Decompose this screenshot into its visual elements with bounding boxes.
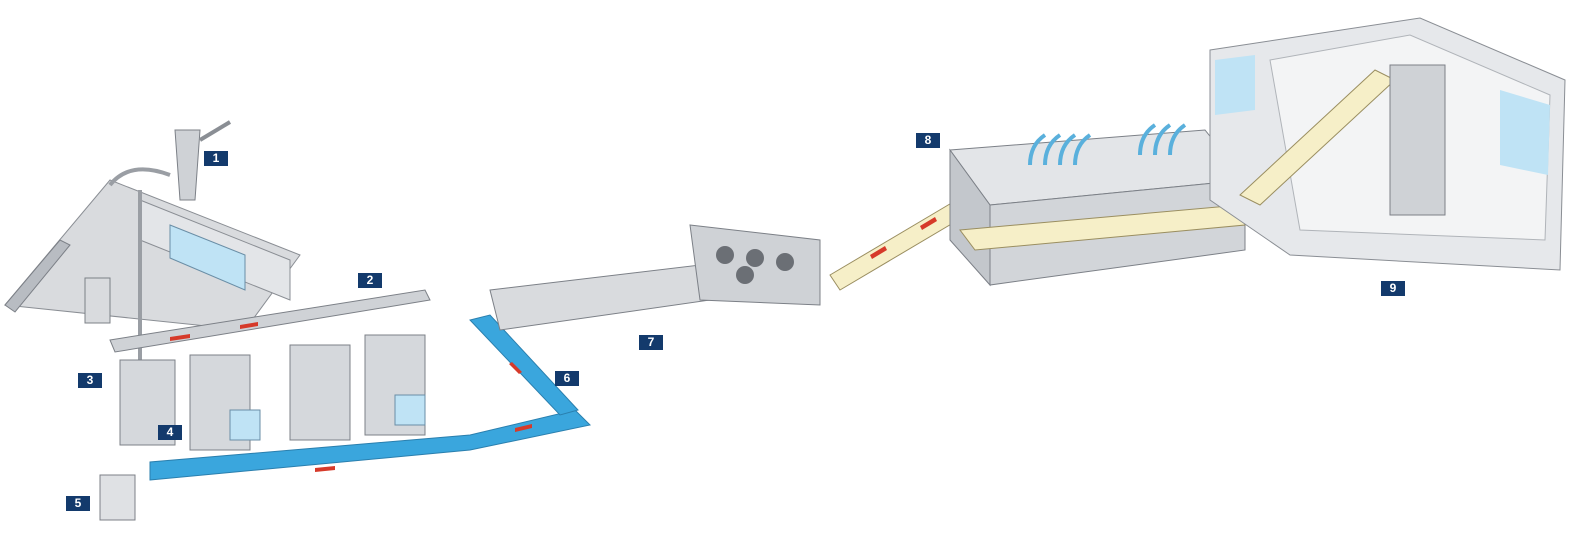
station-badge-5: 5 [66, 496, 90, 511]
station-badge-6: 6 [555, 371, 579, 386]
station-badge-9: 9 [1381, 281, 1405, 296]
station-badge-3: 3 [78, 373, 102, 388]
cooker-tank [489, 224, 821, 331]
station-badge-2: 2 [358, 273, 382, 288]
forming-machines [119, 334, 426, 451]
station-badge-8: 8 [916, 133, 940, 148]
hopper [99, 474, 136, 521]
dryer-tunnel [949, 123, 1246, 287]
station-badge-4: 4 [158, 425, 182, 440]
overhead-conveyor [109, 289, 431, 353]
blue-conveyor [149, 314, 592, 481]
station-badge-1: 1 [204, 151, 228, 166]
packing-room [1209, 17, 1566, 271]
station-badge-7: 7 [639, 335, 663, 350]
